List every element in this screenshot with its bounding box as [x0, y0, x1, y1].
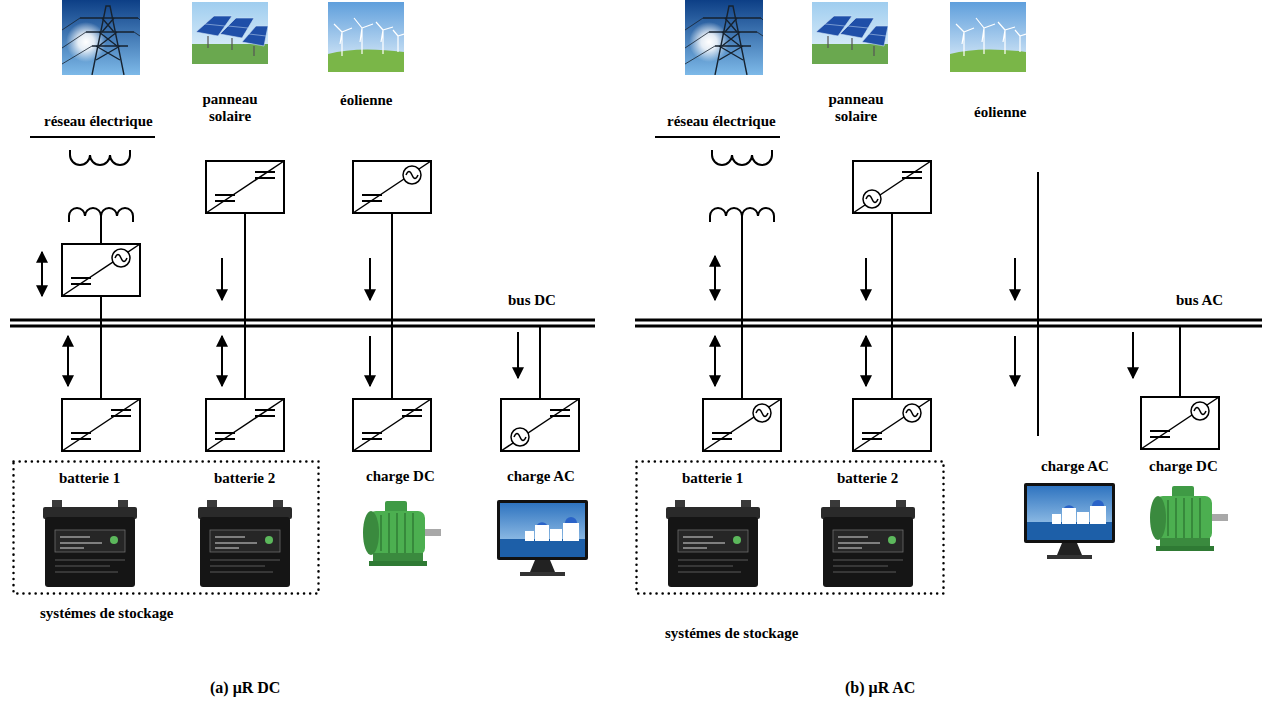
wires	[742, 172, 1180, 436]
drawing-part	[391, 213, 393, 400]
battery-photo	[818, 498, 918, 588]
converter-symbol	[853, 161, 931, 213]
drawing-part	[1132, 332, 1134, 378]
drawing-part	[635, 325, 1262, 328]
dotted-outline-rect	[637, 462, 944, 594]
drawing-part	[30, 136, 155, 138]
solar-photo	[192, 2, 268, 64]
label: charge DC	[1149, 458, 1218, 475]
drawing-part	[741, 216, 743, 400]
motor-photo	[1150, 486, 1228, 551]
drawing-part	[369, 336, 371, 386]
drawing-part	[517, 332, 519, 378]
drawing-part	[70, 150, 130, 165]
drawing-part	[1014, 258, 1016, 300]
converter-symbol	[853, 399, 931, 451]
label: bus AC	[1176, 292, 1223, 309]
tv-photo	[497, 500, 588, 576]
battery-label: batterie 1	[682, 470, 743, 487]
drawing-part	[712, 150, 772, 165]
drawing-part	[221, 336, 223, 386]
drawing-part	[1037, 172, 1039, 436]
solar-photo	[812, 2, 888, 64]
battery-photo	[40, 498, 140, 588]
dc-bus	[10, 320, 595, 326]
label: éolienne	[340, 92, 393, 109]
grid-photo	[62, 0, 140, 75]
label: (a) μR DC	[210, 679, 280, 696]
battery-item: batterie 1	[30, 468, 150, 590]
converter-symbol	[206, 161, 284, 213]
battery-label: batterie 2	[837, 470, 898, 487]
storage-group: systémes de stockagebatterie 1batterie 2	[12, 460, 320, 595]
label: panneau solaire	[819, 91, 893, 125]
dotted-outline-rect	[14, 462, 319, 594]
motor-photo	[363, 501, 441, 566]
drawing-part	[714, 336, 716, 386]
converter-symbol	[1141, 397, 1219, 449]
battery-label: batterie 1	[59, 470, 120, 487]
battery-image	[43, 500, 137, 587]
battery-image	[666, 500, 760, 587]
drawing-part	[891, 213, 893, 400]
label: éolienne	[974, 104, 1027, 121]
battery-image	[198, 500, 292, 587]
drawing-part	[10, 319, 595, 322]
drawing-part	[369, 258, 371, 300]
battery-label: batterie 2	[214, 470, 275, 487]
drawing-part	[865, 258, 867, 300]
grid-photo	[685, 0, 763, 75]
battery-photo	[663, 498, 763, 588]
drawing-part	[67, 336, 69, 386]
group-heading: systémes de stockage	[40, 605, 173, 622]
drawing-part	[865, 336, 867, 386]
drawing-part	[635, 319, 1262, 322]
label: (b) μR AC	[845, 679, 915, 696]
battery-item: batterie 1	[653, 468, 773, 590]
drawing-part	[221, 258, 223, 300]
power-flow-arrows	[715, 256, 1133, 386]
label: charge AC	[507, 468, 575, 485]
battery-item: batterie 2	[185, 468, 305, 590]
drawing-part	[41, 252, 43, 296]
converter-symbol	[353, 399, 431, 451]
converter-symbol	[62, 399, 140, 451]
group-heading: systémes de stockage	[665, 625, 798, 642]
label: réseau électrique	[667, 113, 776, 130]
drawing-part	[655, 136, 780, 138]
converter-symbol	[206, 399, 284, 451]
label: réseau électrique	[44, 113, 153, 130]
transformer-symbol	[655, 137, 780, 222]
battery-photo	[195, 498, 295, 588]
ac-microgrid-drawing	[635, 0, 1262, 559]
ac-bus	[635, 320, 1262, 326]
converter-symbol	[501, 399, 579, 451]
dc-microgrid-drawing	[10, 0, 595, 576]
storage-group: systémes de stockagebatterie 1batterie 2	[635, 460, 945, 595]
wind-photo	[950, 2, 1026, 72]
drawing-part	[244, 213, 246, 400]
drawing-part	[539, 325, 541, 400]
converter-symbol	[62, 244, 140, 296]
converter-symbol	[703, 399, 781, 451]
tv-photo	[1024, 483, 1115, 559]
battery-image	[821, 500, 915, 587]
label: panneau solaire	[193, 91, 267, 125]
label: charge DC	[366, 468, 435, 485]
battery-item: batterie 2	[808, 468, 928, 590]
wind-photo	[328, 2, 404, 72]
wires	[101, 213, 540, 400]
label: bus DC	[508, 292, 556, 309]
drawing-part	[1014, 336, 1016, 386]
label: charge AC	[1041, 458, 1109, 475]
drawing-part	[714, 256, 716, 300]
drawing-part	[1179, 325, 1181, 400]
converter-symbol	[353, 161, 431, 213]
drawing-part	[10, 325, 595, 328]
transformer-symbol	[30, 137, 155, 222]
